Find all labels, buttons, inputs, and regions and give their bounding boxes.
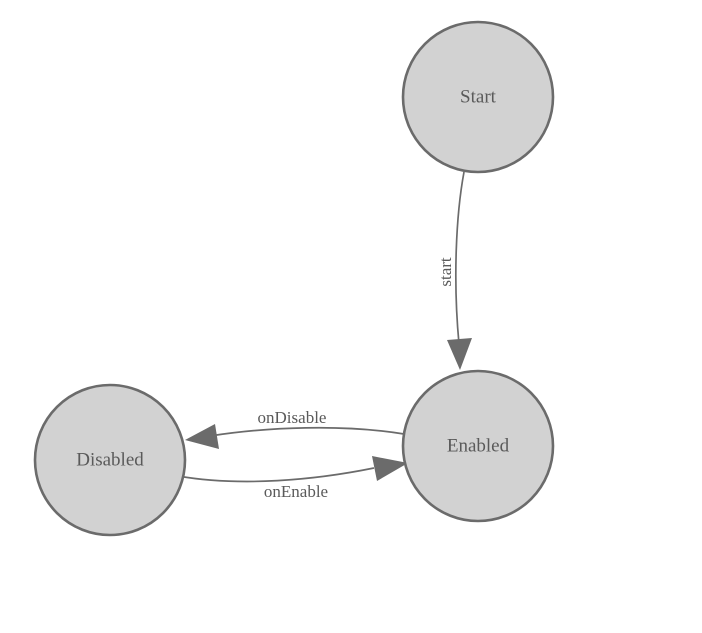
edge-start-to-enabled-path — [454, 171, 465, 345]
edge-disabled-to-enabled-path — [177, 467, 375, 483]
edge-label-on-disable: onDisable — [258, 408, 327, 427]
state-node-disabled-circle[interactable] — [33, 383, 187, 537]
state-node-enabled[interactable]: Enabled — [401, 369, 555, 523]
state-node-start-circle[interactable] — [401, 20, 555, 174]
edge-enabled-to-disabled: onDisable — [185, 408, 405, 449]
state-node-start[interactable]: Start — [401, 20, 555, 174]
edge-label-start: start — [436, 257, 455, 287]
edge-enabled-to-disabled-arrowhead — [185, 424, 219, 449]
edge-label-on-enable: onEnable — [264, 482, 328, 501]
edge-start-to-enabled-arrowhead — [447, 338, 472, 370]
edge-disabled-to-enabled: onEnable — [177, 456, 408, 501]
state-node-enabled-circle[interactable] — [401, 369, 555, 523]
edge-start-to-enabled: start — [436, 171, 472, 370]
state-node-start-label: Start — [460, 86, 497, 107]
edge-enabled-to-disabled-path — [209, 426, 405, 437]
state-node-enabled-label: Enabled — [447, 435, 510, 456]
state-node-disabled-label: Disabled — [76, 449, 144, 470]
state-node-disabled[interactable]: Disabled — [33, 383, 187, 537]
edge-disabled-to-enabled-arrowhead — [372, 456, 408, 481]
